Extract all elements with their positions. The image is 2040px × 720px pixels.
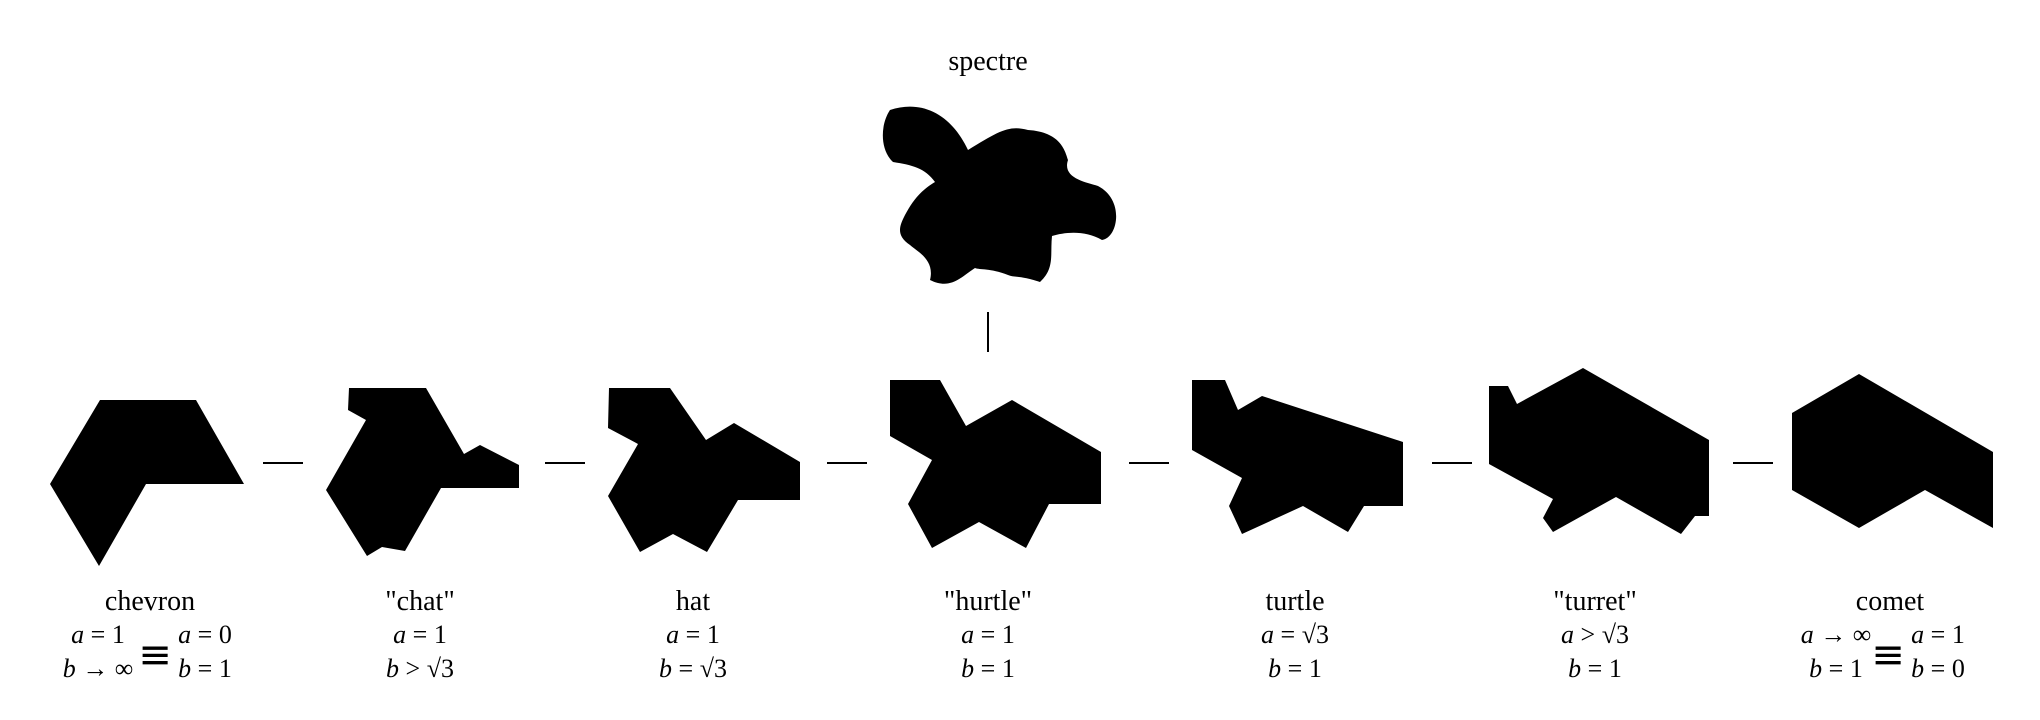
comet-equivalence-symbol: ≡ bbox=[1871, 632, 1905, 678]
hat-shape bbox=[608, 388, 800, 552]
comet-param-a-alt: a = 1 bbox=[1911, 620, 1965, 649]
comet-param-b-alt: b = 0 bbox=[1911, 654, 1965, 683]
hurtle-param-a: a = 1 bbox=[961, 620, 1015, 649]
hat-param-b: b = √3 bbox=[659, 654, 727, 683]
turret-shape bbox=[1489, 368, 1709, 534]
hurtle-label: "hurtle" bbox=[944, 586, 1032, 617]
spectre-shape bbox=[882, 106, 1117, 284]
chevron-param-a: a = 1 bbox=[71, 620, 125, 649]
hat-param-a: a = 1 bbox=[666, 620, 720, 649]
chevron-param-b: b → ∞ bbox=[63, 654, 134, 683]
turtle-label: turtle bbox=[1265, 586, 1324, 617]
turtle-param-a: a = √3 bbox=[1261, 620, 1329, 649]
chat-shape bbox=[326, 388, 519, 556]
spectre-label: spectre bbox=[948, 46, 1027, 77]
turtle-shape bbox=[1192, 380, 1403, 534]
turret-label: "turret" bbox=[1553, 586, 1637, 617]
chat-param-b: b > √3 bbox=[386, 654, 454, 683]
comet-shape bbox=[1792, 374, 1993, 528]
hat-label: hat bbox=[676, 586, 710, 617]
hurtle-shape bbox=[890, 380, 1101, 548]
chevron-label: chevron bbox=[105, 586, 195, 617]
turret-param-a: a > √3 bbox=[1561, 620, 1629, 649]
turret-param-b: b = 1 bbox=[1568, 654, 1622, 683]
comet-param-a: a → ∞ bbox=[1801, 620, 1872, 649]
comet-param-b: b = 1 bbox=[1809, 654, 1863, 683]
chevron-equivalence-symbol: ≡ bbox=[138, 632, 172, 678]
chevron-shape bbox=[50, 400, 244, 566]
hurtle-param-b: b = 1 bbox=[961, 654, 1015, 683]
turtle-param-b: b = 1 bbox=[1268, 654, 1322, 683]
comet-label: comet bbox=[1856, 586, 1925, 617]
chevron-param-b-alt: b = 1 bbox=[178, 654, 232, 683]
chat-param-a: a = 1 bbox=[393, 620, 447, 649]
chat-label: "chat" bbox=[385, 586, 455, 617]
chevron-param-a-alt: a = 0 bbox=[178, 620, 232, 649]
